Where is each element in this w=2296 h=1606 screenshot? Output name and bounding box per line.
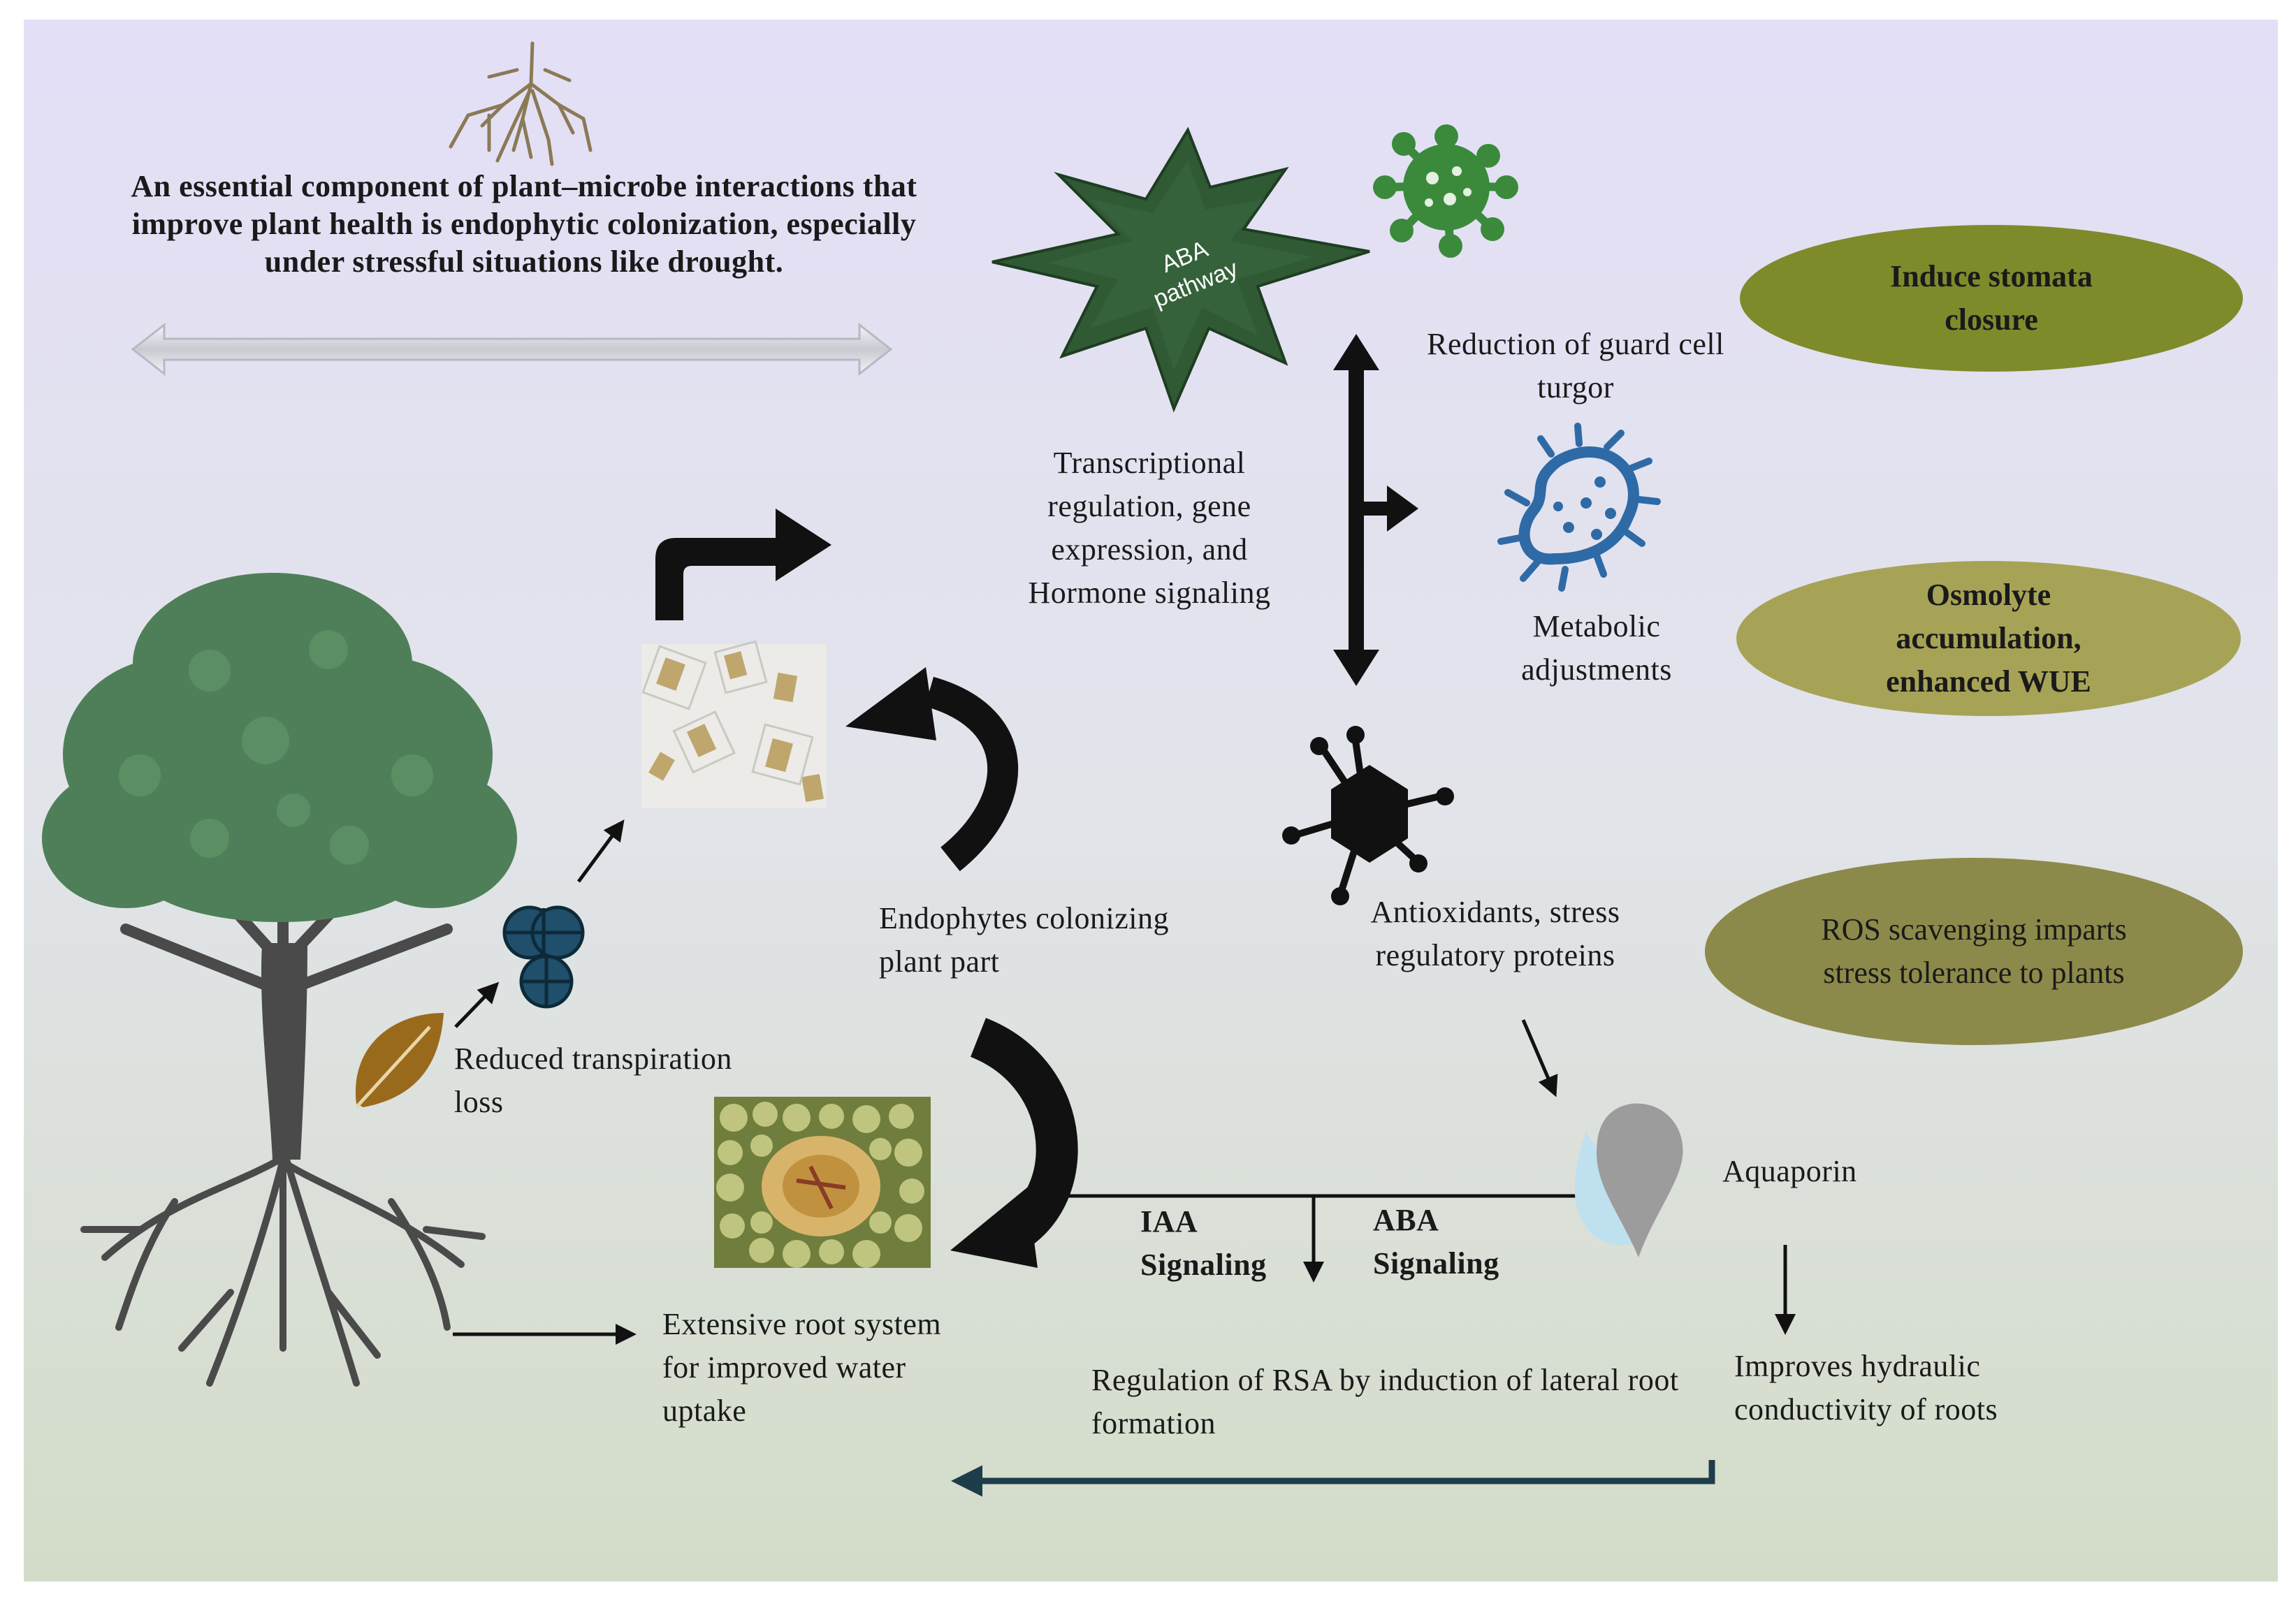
antioxidant-virus-icon: [1282, 726, 1454, 905]
aba-signaling-line2: Signaling: [1373, 1246, 1499, 1280]
hydraulic-label: Improves hydraulic conductivity of roots: [1734, 1349, 1998, 1426]
curved-arrow-lower: [950, 1018, 1078, 1268]
vertical-double-arrow: [1333, 334, 1418, 686]
metabolic-label: Metabolic adjustments: [1521, 609, 1672, 687]
curved-arrow-upper: [845, 667, 1018, 872]
antioxidants-label: Antioxidants, stress regulatory proteins: [1370, 895, 1620, 972]
oval-osmolyte-text: Osmolyte accumulation, enhanced WUE: [1886, 578, 2091, 699]
spore-icon: [502, 905, 585, 1009]
aquaporin-label: Aquaporin: [1722, 1154, 1857, 1188]
arrow-leaf-to-spore: [454, 981, 500, 1028]
arrow-spore-to-micrograph: [576, 819, 625, 883]
endophytes-label: Endophytes colonizing plant part: [879, 901, 1169, 979]
root-cross-section-image: [714, 1097, 931, 1268]
aba-signaling-label: ABA Signaling: [1373, 1199, 1548, 1285]
reduced-transpiration-label: Reduced transpiration loss: [454, 1042, 732, 1119]
oval-osmolyte: Osmolyte accumulation, enhanced WUE: [1736, 561, 2241, 716]
root-system-label: Extensive root system for improved water…: [662, 1307, 942, 1428]
aquaporin-icon: [1574, 1103, 1683, 1257]
oval-stomata-text: Induce stomata closure: [1890, 259, 2093, 337]
aba-signaling-line1: ABA: [1373, 1203, 1439, 1237]
leaf-icon: [355, 1013, 444, 1109]
return-arrow: [951, 1460, 1715, 1497]
bacterium-icon: [1497, 423, 1661, 592]
transcriptional-label: Transcriptional regulation, gene express…: [1028, 446, 1271, 610]
iaa-signaling-label: IAA Signaling: [1140, 1200, 1315, 1287]
root-illustration: [449, 41, 593, 166]
iaa-signaling-line2: Signaling: [1140, 1248, 1267, 1282]
oval-stomata: Induce stomata closure: [1740, 225, 2243, 372]
oval-ros: ROS scavenging imparts stress tolerance …: [1705, 858, 2243, 1045]
guard-cell-label: Reduction of guard cell turgor: [1427, 327, 1724, 404]
iaa-signaling-line1: IAA: [1140, 1204, 1198, 1239]
oval-ros-text: ROS scavenging imparts stress tolerance …: [1821, 912, 2127, 990]
endophyte-micrograph-image: [641, 640, 827, 808]
bent-arrow-up: [655, 509, 831, 620]
tree-icon: [42, 573, 517, 1387]
intro-text: An essential component of plant–microbe …: [131, 169, 917, 279]
arrow-antioxidants-to-aquaporin: [1521, 1019, 1558, 1097]
virus-icon: [1373, 124, 1518, 258]
rsa-label: Regulation of RSA by induction of latera…: [1091, 1363, 1679, 1440]
double-arrow: [131, 322, 893, 377]
